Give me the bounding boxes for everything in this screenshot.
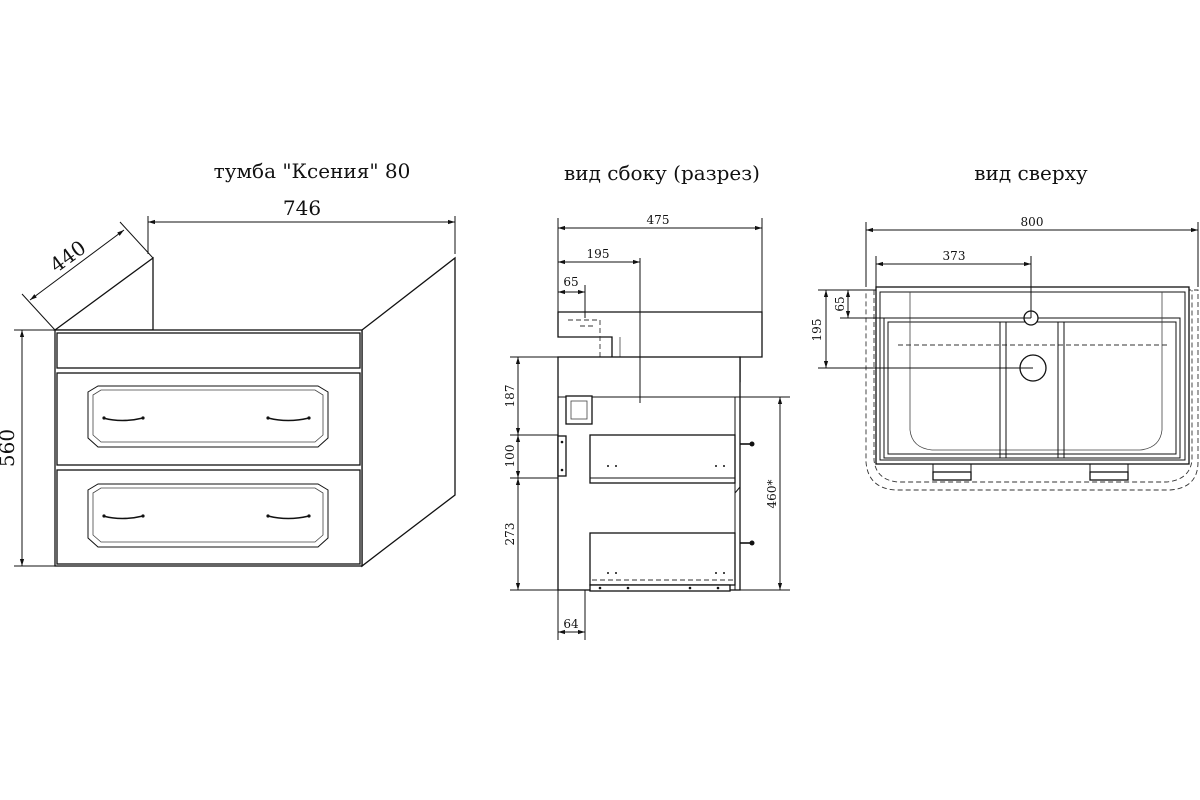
wall-mount-rail (557, 435, 567, 477)
main-view-title: тумба "Ксения" 80 (214, 159, 411, 183)
top-handle-right (1089, 471, 1129, 481)
dim-top-65: 65 (833, 296, 847, 311)
drawer-box-lower (589, 532, 736, 586)
drawer-upper-handle-left (102, 417, 144, 422)
dim-side-195: 195 (587, 247, 610, 261)
base-plate (589, 584, 731, 592)
drawer-lower-frame (87, 483, 329, 548)
dim-width-746: 746 (283, 196, 321, 220)
drawer-upper-handle-right (267, 417, 310, 422)
dim-top-373: 373 (943, 249, 966, 263)
dim-top-800: 800 (1021, 215, 1044, 229)
top-rail (56, 332, 361, 369)
dim-side-187: 187 (503, 385, 517, 408)
dim-side-64: 64 (563, 617, 579, 631)
cabinet-front-view: 746 440 560 (0, 196, 456, 568)
drawer-upper-frame (87, 385, 329, 448)
dim-side-460: 460* (765, 480, 779, 509)
dim-side-475: 475 (647, 213, 670, 227)
side-section-view: 475 195 65 187 100 273 460* 64 (503, 213, 790, 640)
drawer-lower-handle-left (102, 515, 144, 520)
wall-bracket (565, 395, 593, 425)
dim-depth-440: 440 (45, 235, 90, 277)
dim-side-100: 100 (503, 445, 517, 468)
dim-height-560: 560 (0, 429, 19, 467)
dim-top-195: 195 (810, 319, 824, 342)
right-side-panel (361, 256, 456, 568)
dim-side-273: 273 (503, 523, 517, 546)
drawer-lower-handle-right (267, 515, 310, 520)
drawer-upper (56, 372, 361, 466)
dim-side-65: 65 (563, 275, 578, 289)
side-view-title: вид сбоку (разрез) (564, 161, 760, 185)
drawer-box-upper (589, 434, 736, 484)
top-view-title: вид сверху (974, 161, 1088, 185)
basin-outline (865, 289, 1199, 491)
top-view: 800 373 65 195 (810, 215, 1199, 491)
top-handle-left (932, 471, 972, 481)
